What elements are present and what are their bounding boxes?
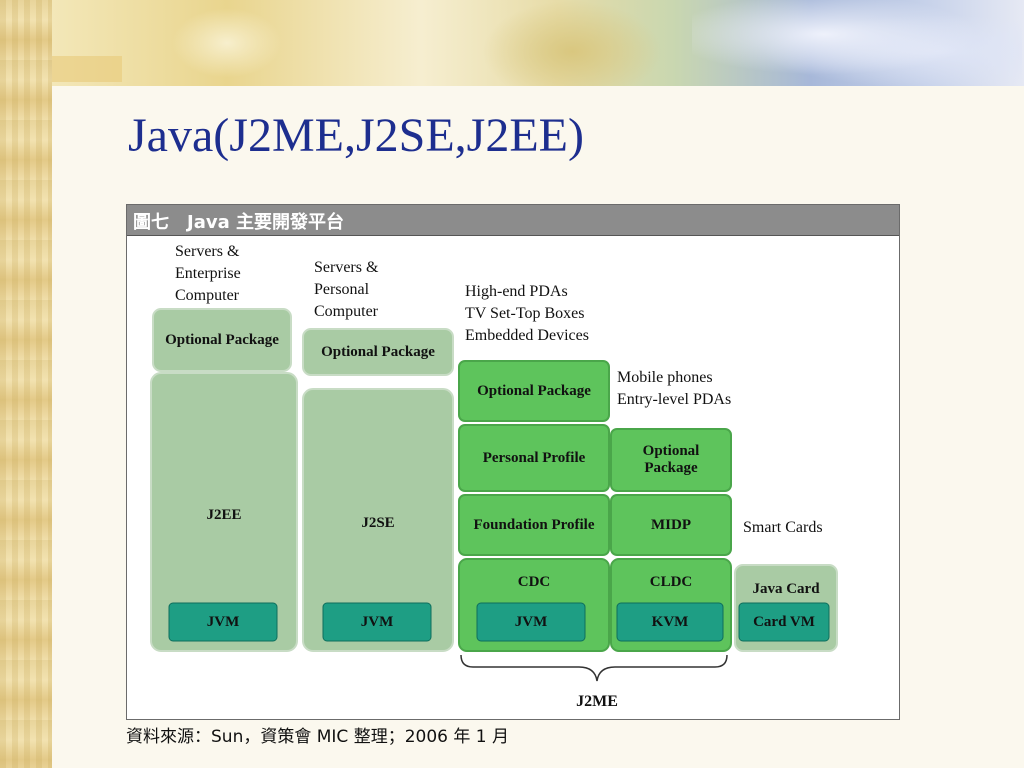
card-vm-label: Card VM — [753, 613, 815, 630]
personal-profile-block — [458, 424, 610, 492]
cdc-stack — [458, 360, 610, 652]
cdc-jvm-label: JVM — [514, 613, 548, 630]
target-line: Entry-level PDAs — [617, 391, 732, 408]
slide-title: Java(J2ME,J2SE,J2EE) — [128, 109, 584, 162]
banner-flower-graphic — [692, 0, 1022, 86]
j2me-brace — [460, 654, 728, 682]
cldc-target-label: Mobile phones Entry-level PDAs — [617, 367, 731, 411]
cdc-optional-package-block — [458, 360, 610, 422]
j2ee-optional-package-label: Optional Package — [165, 331, 279, 348]
j2ee-stack — [150, 308, 298, 652]
j2ee-optional-package-block — [152, 308, 292, 372]
target-line: Enterprise — [175, 265, 241, 282]
j2ee-block — [150, 372, 298, 652]
target-line: TV Set-Top Boxes — [465, 305, 585, 322]
j2se-optional-package-label: Optional Package — [321, 343, 435, 360]
target-line: Personal — [314, 281, 370, 298]
j2se-optional-package-block — [302, 328, 454, 376]
j2se-jvm-label: JVM — [360, 613, 394, 630]
javacard-target-label: Smart Cards — [743, 517, 823, 539]
j2ee-name-label: J2EE — [206, 506, 242, 523]
cldc-optional-package-label: Optional Package — [642, 443, 700, 476]
j2se-name-label: J2SE — [361, 514, 395, 531]
cdc-name-label: CDC — [517, 573, 551, 590]
banner-accent — [52, 56, 122, 82]
cdc-optional-package-label: Optional Package — [477, 382, 591, 399]
decorative-left-strip — [0, 0, 52, 768]
cldc-kvm-block — [616, 602, 724, 642]
java-card-label: Java Card — [752, 580, 820, 597]
j2ee-jvm-label: JVM — [206, 613, 240, 630]
foundation-profile-block — [458, 494, 610, 556]
banner-leaf-graphic — [172, 8, 282, 78]
foundation-profile-label: Foundation Profile — [473, 516, 595, 533]
cldc-optional-package-block — [610, 428, 732, 492]
j2ee-jvm-block — [168, 602, 278, 642]
midp-block — [610, 494, 732, 556]
cldc-stack — [610, 428, 732, 652]
java-platforms-figure: 圖七 Java 主要開發平台 — [126, 204, 900, 720]
target-line: Computer — [175, 287, 239, 304]
decorative-top-banner — [52, 0, 1024, 86]
target-line: Smart Cards — [743, 519, 823, 536]
figure-header-bar: 圖七 Java 主要開發平台 — [127, 205, 899, 236]
j2ee-target-label: Servers & Enterprise Computer — [175, 241, 241, 307]
javacard-stack — [734, 564, 838, 652]
j2se-jvm-block — [322, 602, 432, 642]
diagram-canvas — [150, 308, 838, 682]
target-line: Mobile phones — [617, 369, 713, 386]
card-vm-block — [738, 602, 830, 642]
cdc-target-label: High-end PDAs TV Set-Top Boxes Embedded … — [465, 281, 589, 347]
cldc-kvm-label: KVM — [651, 613, 689, 630]
target-line: Embedded Devices — [465, 327, 589, 344]
j2se-stack — [302, 328, 454, 652]
midp-label: MIDP — [651, 516, 691, 533]
j2se-target-label: Servers & Personal Computer — [314, 257, 378, 323]
figure-header-text: 圖七 Java 主要開發平台 — [133, 212, 344, 233]
figure-caption: 資料來源：Sun，資策會 MIC 整理；2006 年 1 月 — [126, 727, 509, 747]
target-line: Servers & — [314, 259, 379, 276]
target-line: High-end PDAs — [465, 283, 568, 300]
banner-leaf-graphic — [482, 0, 662, 86]
cdc-jvm-block — [476, 602, 586, 642]
target-line: Servers & — [175, 243, 240, 260]
personal-profile-label: Personal Profile — [482, 449, 586, 466]
j2me-group-label: J2ME — [576, 693, 618, 710]
target-line: Computer — [314, 303, 378, 320]
j2se-block — [302, 388, 454, 652]
cldc-name-label: CLDC — [649, 573, 693, 590]
